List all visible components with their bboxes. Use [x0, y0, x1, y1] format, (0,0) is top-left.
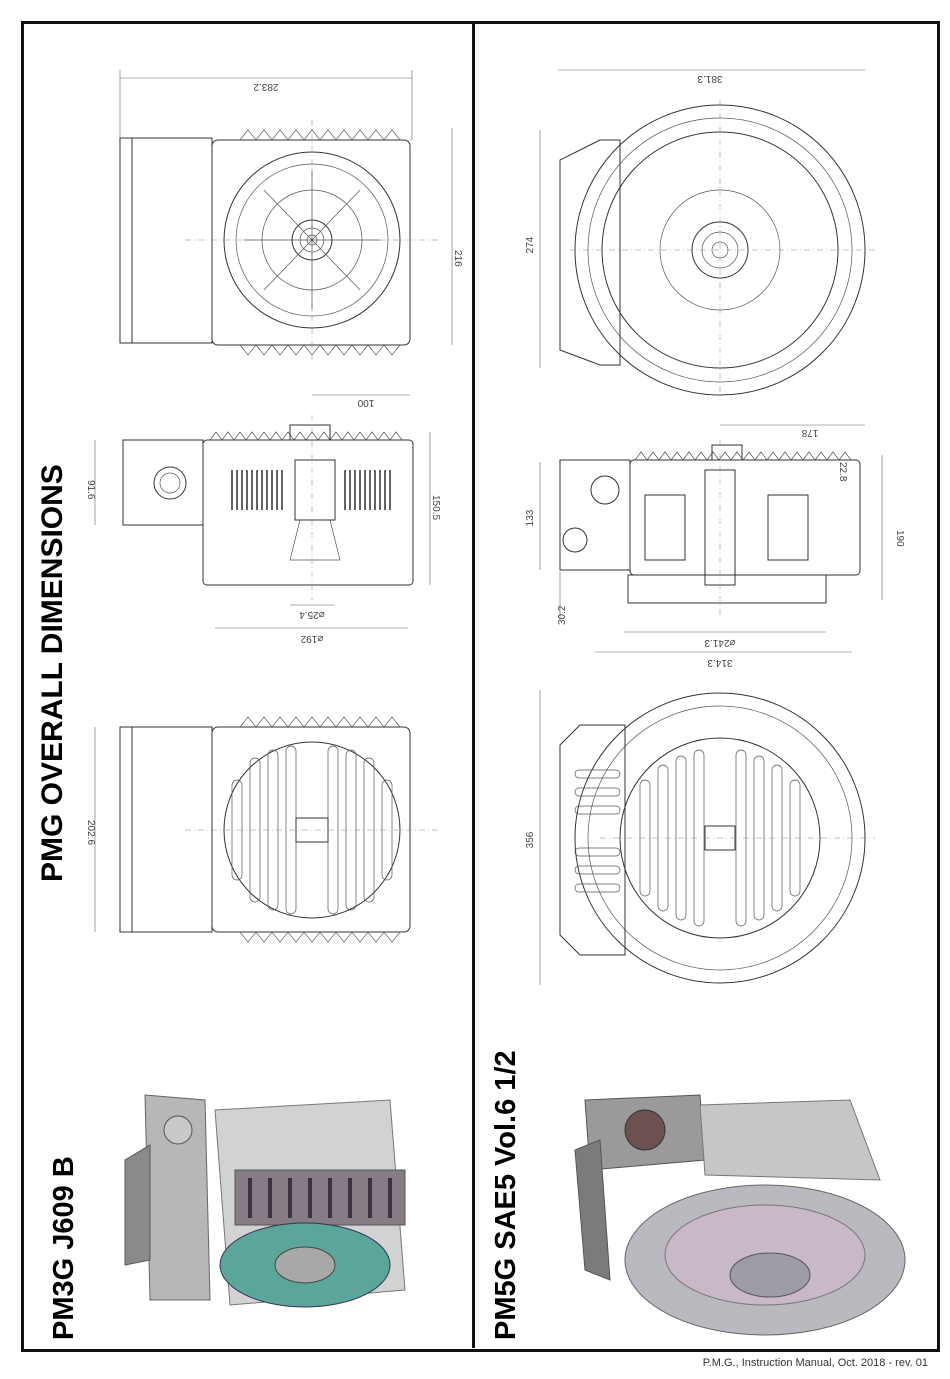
right-side-view: 178 22.8 133 190 30.2 ⌀241.3 314.3 [525, 425, 905, 668]
right-side-d2-dim: ⌀241.3 [704, 637, 735, 648]
left-3d-render [125, 1095, 405, 1307]
left-front-view: 283.2 216 [120, 70, 463, 360]
right-side-height-dim: 190 [894, 530, 905, 547]
right-3d-render [575, 1095, 905, 1335]
left-side-height-dim: 150.5 [430, 495, 441, 520]
right-model-title: PM5G SAE5 Vol.6 1/2 [490, 1050, 523, 1340]
left-side-d1-dim: ⌀25.4 [299, 609, 325, 620]
footer-text: P.M.G., Instruction Manual, Oct. 2018 - … [703, 1357, 928, 1369]
right-front-width-dim: 381.3 [697, 73, 722, 84]
left-model-title: PM3G J609 B [48, 1156, 81, 1340]
left-back-height-dim: 202.6 [85, 820, 96, 845]
right-back-view: 356 [525, 690, 875, 985]
right-side-left-dim: 133 [525, 509, 536, 526]
left-side-view: 100 91.6 150.5 ⌀25.4 ⌀192 [85, 395, 441, 644]
right-front-view: 381.3 274 [525, 70, 875, 400]
left-side-top-dim: 100 [357, 397, 374, 408]
left-side-left-dim: 91.6 [85, 480, 96, 500]
left-front-height-dim: 216 [452, 250, 463, 267]
right-side-bottom-dim: 314.3 [707, 657, 732, 668]
right-back-height-dim: 356 [525, 831, 536, 848]
left-front-width-dim: 283.2 [253, 81, 278, 92]
main-title: PMG OVERALL DIMENSIONS [36, 464, 70, 882]
right-side-base-dim: 30.2 [557, 605, 568, 625]
right-side-d1-dim: 22.8 [837, 462, 848, 482]
left-back-view: 202.6 [85, 717, 440, 942]
right-side-top-dim: 178 [801, 427, 818, 438]
left-side-d2-dim: ⌀192 [300, 633, 323, 644]
right-front-height-dim: 274 [525, 236, 536, 253]
